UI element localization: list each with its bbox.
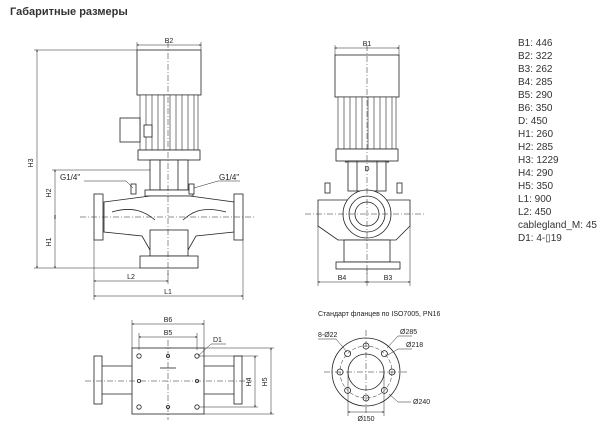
front-dim-b3: B3 — [384, 275, 393, 282]
side-motor-fins — [139, 94, 199, 151]
dimension-item: H5: 350 — [518, 181, 554, 192]
top-dim-h5: H5 — [262, 377, 269, 386]
side-dim-l1: L1 — [164, 289, 172, 296]
flange-d218-label: Ø218 — [406, 342, 423, 349]
side-lantern — [149, 159, 189, 191]
flange-d240-label: Ø240 — [413, 399, 430, 406]
flange-leaders — [318, 335, 412, 416]
flange-d285-label: Ø285 — [400, 329, 417, 336]
front-view — [305, 45, 425, 275]
side-volute — [103, 195, 235, 251]
front-dim-b1: B1 — [363, 41, 372, 48]
flange-d150-label: Ø150 — [357, 416, 374, 423]
top-outlet-flange — [233, 355, 243, 405]
top-view — [85, 340, 252, 420]
flange-holes-label: 8-Ø22 — [318, 332, 338, 339]
flange-caption: Стандарт фланцев по ISO7005, PN16 — [318, 311, 441, 318]
dimension-item: H1: 260 — [518, 129, 554, 140]
side-terminal-box — [119, 117, 141, 143]
dimension-item: B2: 322 — [518, 51, 553, 62]
dimension-item: H4: 290 — [518, 168, 554, 179]
top-dim-h4: H4 — [246, 377, 253, 386]
page-title: Габаритные размеры — [10, 6, 128, 18]
top-dim-d1: D1 — [213, 337, 222, 344]
side-dim-b2: B2 — [165, 38, 174, 45]
dimension-item: L1: 900 — [518, 194, 552, 205]
side-motor-fan-cover — [136, 49, 202, 96]
front-dimension-lines — [317, 45, 411, 286]
side-view — [80, 42, 255, 275]
top-dim-b5: B5 — [164, 330, 173, 337]
side-dim-h2: H2 — [46, 188, 53, 197]
front-dim-d: D — [364, 166, 369, 173]
dimension-item: B3: 262 — [518, 64, 553, 75]
side-base — [139, 255, 199, 269]
side-dimension-lines — [34, 42, 244, 300]
front-base — [335, 261, 401, 270]
top-dimension-lines — [131, 320, 274, 415]
dimension-item: B6: 350 — [518, 103, 553, 114]
dimension-item: L2: 450 — [518, 207, 552, 218]
dimension-item: B5: 290 — [518, 90, 553, 101]
dimension-list: B1: 446 B2: 322 B3: 262 B4: 285 B5: 290 … — [518, 37, 597, 245]
dimension-item: cablegland_M: 45 — [518, 220, 597, 231]
side-dim-h3: H3 — [28, 158, 35, 167]
side-dim-l2: L2 — [127, 274, 135, 281]
dimension-item: H3: 1229 — [518, 155, 559, 166]
top-dim-b6: B6 — [164, 317, 173, 324]
dimension-item: D1: 4-▯19 — [518, 233, 562, 244]
dimension-item: D: 450 — [518, 116, 548, 127]
front-dim-b4: B4 — [338, 275, 347, 282]
side-port-right-label: G1/4" — [219, 173, 239, 182]
side-port-left-label: G1/4" — [60, 173, 80, 182]
dimension-item: H2: 285 — [518, 142, 554, 153]
dimension-item: B1: 446 — [518, 38, 553, 49]
top-inlet-flange — [93, 355, 103, 405]
side-dim-h1: H1 — [46, 237, 53, 246]
dimension-item: B4: 285 — [518, 77, 553, 88]
flange-view — [324, 330, 408, 414]
